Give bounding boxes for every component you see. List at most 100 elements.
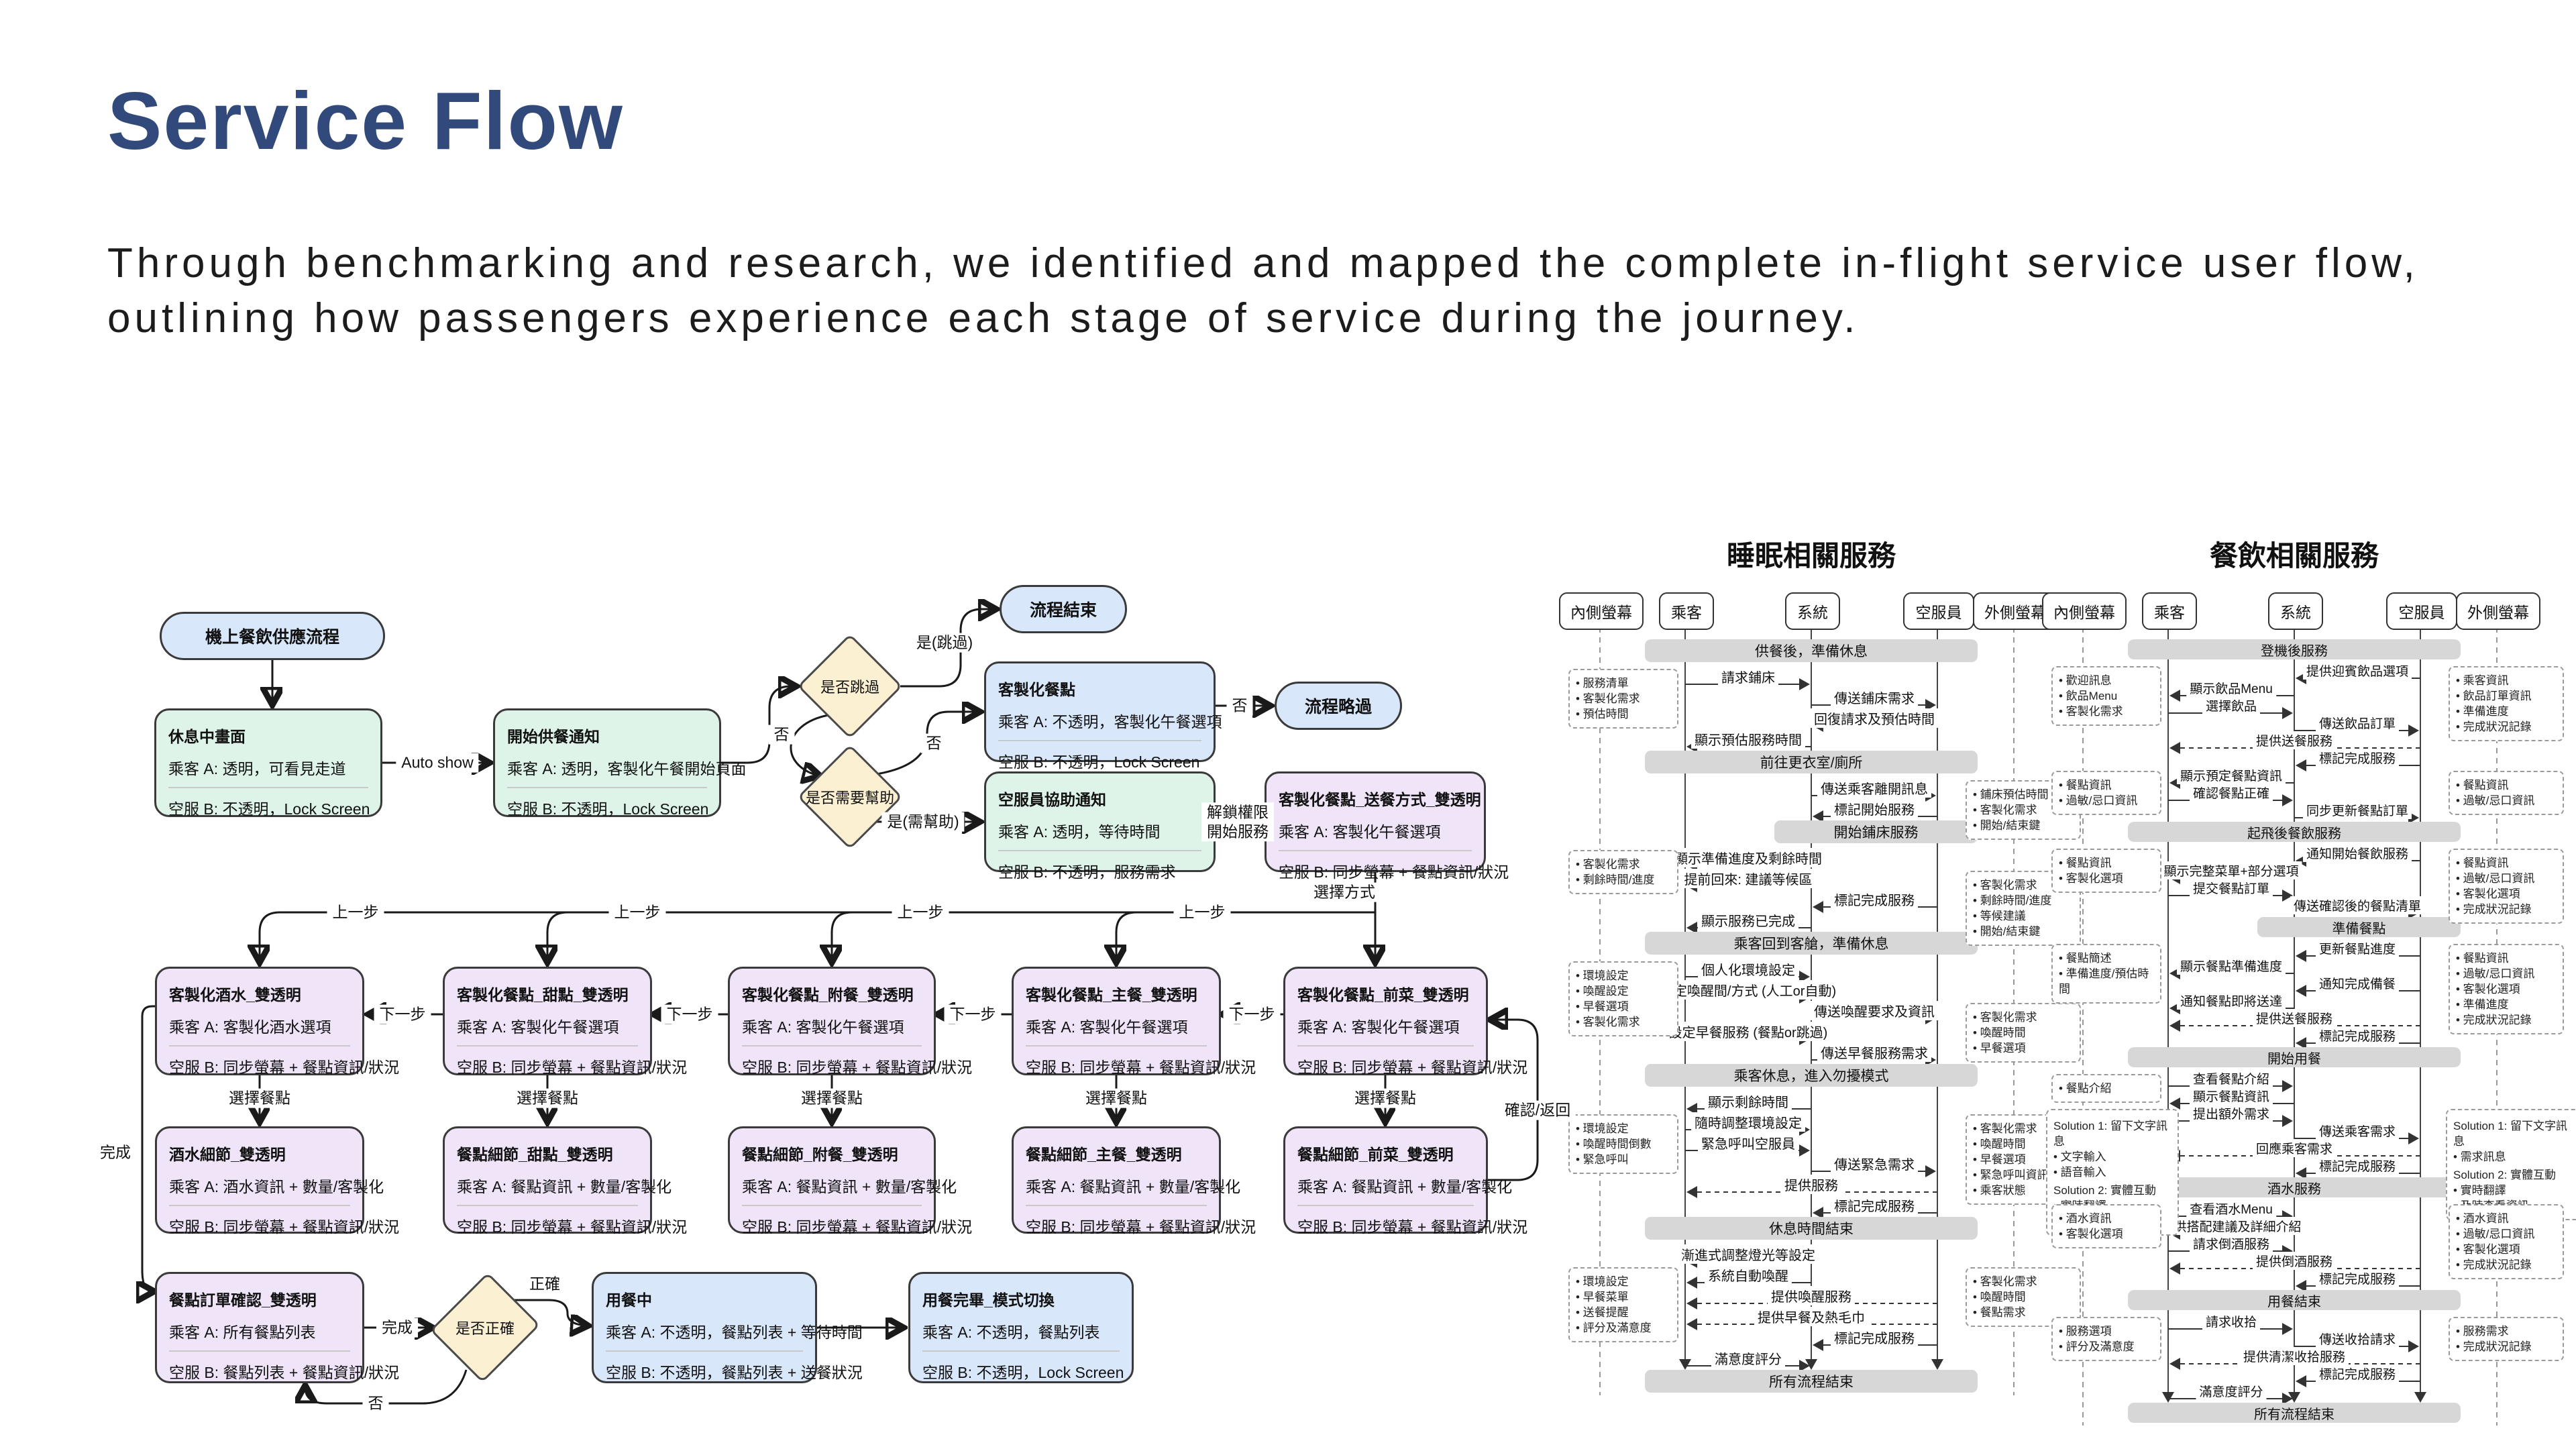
flow-edge-label: 上一步	[327, 902, 384, 922]
message-label: 標記完成服務	[2315, 1364, 2400, 1383]
inner-screen-note: • 服務選項• 評分及滿意度	[2051, 1317, 2161, 1361]
fc-node-custom-appetizer: 客製化餐點_前菜_雙透明乘客 A: 客製化午餐選項空服 B: 同步螢幕 + 餐點…	[1283, 967, 1528, 1076]
message-label: 標記開始服務	[1831, 799, 1918, 818]
node-crew-line: 空服 B: 不透明，Lock Screen	[998, 753, 1200, 771]
page-subtitle: Through benchmarking and research, we id…	[107, 240, 2419, 341]
node-passenger-line: 乘客 A: 所有餐點列表	[169, 1324, 316, 1341]
fc-node-custom-main: 客製化餐點_主餐_雙透明乘客 A: 客製化午餐選項空服 B: 同步螢幕 + 餐點…	[1012, 967, 1256, 1076]
node-passenger-line: 乘客 A: 不透明，餐點列表 + 等待時間	[606, 1324, 863, 1341]
message-label: 隨時調整環境設定	[1691, 1112, 1805, 1132]
phase-band: 所有流程結束	[2128, 1403, 2461, 1423]
flow-edge-label: 否	[1226, 696, 1253, 716]
flow-edge-label: 否	[768, 724, 795, 745]
message-label: 標記完成服務	[2315, 1269, 2400, 1287]
message-label: 請求鋪床	[1718, 667, 1778, 686]
node-crew-line: 空服 B: 同步螢幕 + 餐點資訊/狀況	[1297, 1059, 1528, 1076]
fc-node-skip-decision: 是否跳過	[797, 633, 903, 739]
node-crew-line: 空服 B: 同步螢幕 + 餐點資訊/狀況	[169, 1218, 400, 1236]
message-label: 標記完成服務	[1831, 1328, 1918, 1347]
node-passenger-line: 乘客 A: 客製化午餐選項	[1026, 1018, 1188, 1036]
node-crew-line: 空服 B: 不透明，Lock Screen	[922, 1364, 1124, 1381]
phase-band: 準備餐點	[2257, 917, 2461, 937]
message-label: 顯示餐點資訊	[2189, 1087, 2273, 1105]
decision-label: 是否跳過	[820, 679, 879, 696]
flow-edge-label: 選擇餐點	[223, 1088, 296, 1108]
phase-band: 供餐後，準備休息	[1645, 639, 1978, 662]
fc-node-start: 機上餐飲供應流程	[160, 612, 385, 660]
message-label: 選擇飲品	[2202, 696, 2261, 714]
fc-node-dining-now: 用餐中乘客 A: 不透明，餐點列表 + 等待時間空服 B: 不透明，餐點列表 +…	[592, 1272, 863, 1383]
message-label: 標記完成服務	[2315, 1157, 2400, 1175]
phase-band: 所有流程結束	[1645, 1370, 1978, 1393]
phase-band: 開始鋪床服務	[1774, 820, 1978, 843]
flow-edge-label: 上一步	[892, 902, 949, 922]
node-passenger-line: 乘客 A: 客製化午餐選項	[1279, 823, 1441, 841]
node-title: 客製化餐點_主餐_雙透明	[1026, 986, 1197, 1004]
message-label: 提供喚醒服務	[1768, 1286, 1855, 1305]
fc-node-drink-detail: 酒水細節_雙透明乘客 A: 酒水資訊 + 數量/客製化空服 B: 同步螢幕 + …	[155, 1126, 400, 1236]
fc-node-rest-screen: 休息中畫面乘客 A: 透明，可看見走道空服 B: 不透明，Lock Screen	[154, 708, 382, 818]
message-label: 提供送餐服務	[2252, 731, 2337, 749]
fc-node-custom-dessert: 客製化餐點_甜點_雙透明乘客 A: 客製化午餐選項空服 B: 同步螢幕 + 餐點…	[443, 967, 687, 1076]
flow-edge-label: 選擇餐點	[511, 1088, 584, 1108]
message-label: 傳送乘客離開訊息	[1817, 778, 1931, 798]
message-label: 查看酒水Menu	[2186, 1199, 2276, 1218]
message-label: 傳送緊急需求	[1831, 1154, 1918, 1173]
outer-screen-note: • 餐點資訊• 過敏/忌口資訊	[2449, 771, 2564, 815]
fc-node-delivery-mode: 客製化餐點_送餐方式_雙透明乘客 A: 客製化午餐選項空服 B: 同步螢幕 + …	[1265, 771, 1509, 881]
inner-screen-note: • 餐點簡述• 準備進度/預估時間	[2051, 944, 2161, 1004]
phase-band: 乘客回到客艙，準備休息	[1645, 932, 1978, 955]
node-crew-line: 空服 B: 不透明，Lock Screen	[507, 800, 709, 818]
fc-node-custom-side: 客製化餐點_附餐_雙透明乘客 A: 客製化午餐選項空服 B: 同步螢幕 + 餐點…	[728, 967, 973, 1076]
flow-edge-label: 正確	[524, 1274, 566, 1294]
flow-edge-label: 是(需幫助)	[881, 812, 965, 832]
decision-label: 是否需要幫助	[805, 790, 894, 806]
phase-band: 用餐結束	[2128, 1290, 2461, 1310]
node-title: 酒水細節_雙透明	[169, 1146, 286, 1163]
node-passenger-line: 乘客 A: 餐點資訊 + 數量/客製化	[1297, 1178, 1513, 1195]
flow-edge-label: 下一步	[1223, 1004, 1281, 1024]
node-title: 客製化酒水_雙透明	[169, 986, 301, 1004]
inner-screen-note: • 環境設定• 喚醒時間倒數• 緊急呼叫	[1568, 1114, 1678, 1174]
message-label: 系統自動喚醒	[1705, 1265, 1792, 1285]
fc-node-main-detail: 餐點細節_主餐_雙透明乘客 A: 餐點資訊 + 數量/客製化空服 B: 同步螢幕…	[1012, 1126, 1256, 1236]
node-passenger-line: 乘客 A: 客製化午餐選項	[742, 1018, 904, 1036]
message-label: 提供搭配建議及詳細介紹	[2157, 1217, 2305, 1235]
node-passenger-line: 乘客 A: 餐點資訊 + 數量/客製化	[742, 1178, 957, 1195]
message-label: 標記完成服務	[1831, 1195, 1918, 1215]
flow-edge-label: 解鎖權限 開始服務	[1201, 802, 1274, 841]
message-label: 提供清潔收拾服務	[2239, 1347, 2349, 1365]
message-label: 提供服務	[1781, 1175, 1841, 1194]
fc-node-custom-drink: 客製化酒水_雙透明乘客 A: 客製化酒水選項空服 B: 同步螢幕 + 餐點資訊/…	[155, 967, 399, 1076]
inner-screen-note: • 酒水資訊• 客製化選項	[2051, 1204, 2161, 1248]
message-label: 提供倒酒服務	[2252, 1252, 2337, 1270]
phase-band: 登機後服務	[2128, 639, 2461, 659]
message-label: 滿意度評分	[1711, 1348, 1785, 1368]
fc-node-help-decision: 是否需要幫助	[797, 744, 903, 850]
message-label: 提出額外需求	[2189, 1104, 2273, 1122]
message-label: 顯示服務已完成	[1698, 910, 1799, 930]
flow-edge-label: 完成	[376, 1318, 418, 1338]
node-crew-line: 空服 B: 同步螢幕 + 餐點資訊/狀況	[742, 1059, 973, 1076]
sequence-diagram-dining: 餐飲相關服務內側螢幕乘客系統空服員外側螢幕登機後服務提供迎賓飲品選項顯示飲品Me…	[2042, 533, 2576, 1449]
outer-screen-note: • 乘客資訊• 飲品訂單資訊• 準備進度• 完成狀況記錄	[2449, 666, 2564, 741]
message-label: 通知完成備餐	[2315, 974, 2400, 992]
node-title: 休息中畫面	[168, 728, 246, 745]
outer-screen-note: • 餐點資訊• 過敏/忌口資訊• 客製化選項• 完成狀況記錄	[2449, 849, 2564, 924]
sequence-title: 餐飲相關服務	[2209, 540, 2379, 572]
message-label: 提供送餐服務	[2252, 1009, 2337, 1027]
node-crew-line: 空服 B: 餐點列表 + 餐點資訊/狀況	[169, 1364, 400, 1381]
fc-node-side-detail: 餐點細節_附餐_雙透明乘客 A: 餐點資訊 + 數量/客製化空服 B: 同步螢幕…	[728, 1126, 972, 1236]
flow-edge-label: 下一步	[661, 1004, 718, 1024]
message-label: 顯示預估服務時間	[1691, 729, 1805, 749]
node-title: 客製化餐點_甜點_雙透明	[457, 986, 629, 1004]
node-title: 用餐完畢_模式切換	[922, 1291, 1055, 1309]
flow-edge-label: 否	[362, 1393, 389, 1413]
message-label: 回復請求及預估時間	[1811, 708, 1938, 728]
node-title: 空服員協助通知	[998, 791, 1106, 808]
message-label: 顯示飲品Menu	[2186, 679, 2276, 697]
message-label: 傳送收拾請求	[2315, 1330, 2400, 1348]
flow-edge-label: 否	[920, 733, 947, 753]
decision-label: 是否正確	[455, 1320, 515, 1337]
phase-band: 休息時間結束	[1645, 1217, 1978, 1240]
